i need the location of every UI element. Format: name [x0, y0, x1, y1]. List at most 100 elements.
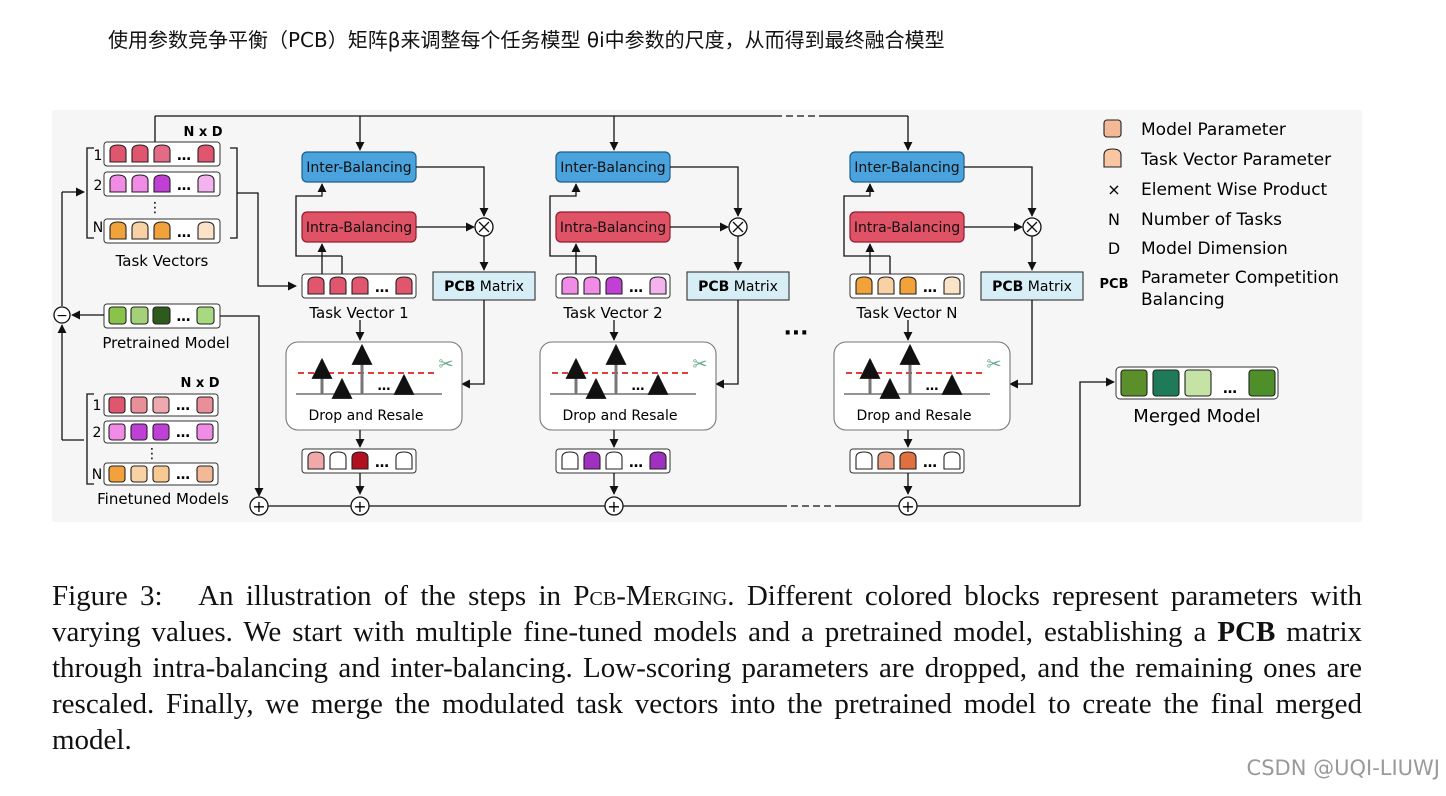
diagram-background	[52, 110, 1362, 522]
watermark: CSDN @UQI-LIUWJ	[1246, 756, 1440, 780]
task-vector-parameter	[197, 174, 215, 193]
inter-balancing-label: Inter-Balancing	[306, 160, 411, 176]
add-operator	[350, 496, 370, 516]
task-vector-label: Task Vector N	[856, 304, 958, 322]
model-parameter	[152, 423, 170, 441]
nxd-bottom-label: N x D	[180, 376, 219, 391]
ellipsis: …	[926, 379, 939, 394]
figure-caption: Figure 3: An illustration of the steps i…	[52, 578, 1362, 758]
drop-and-rescale-label: Drop and Resale	[562, 408, 677, 424]
task-vector-parameter	[561, 451, 579, 470]
task-vectors-label: Task Vectors	[115, 252, 209, 270]
model-parameter	[152, 396, 170, 414]
row-label-1: 1	[94, 148, 103, 164]
drop-and-rescale-label: Drop and Resale	[308, 408, 423, 424]
task-vector-parameter	[649, 451, 667, 470]
middle-dots: ···	[783, 321, 808, 346]
task-vector-parameter	[899, 276, 917, 295]
task-vector-parameter	[855, 451, 873, 470]
ellipsis: …	[923, 455, 937, 471]
legend-text: Model Parameter	[1141, 120, 1286, 140]
model-parameter	[108, 465, 126, 483]
model-parameter	[130, 306, 149, 325]
pcb-matrix-box	[686, 271, 790, 301]
add-operator	[898, 496, 918, 516]
legend-text: Element Wise Product	[1141, 180, 1328, 200]
model-parameter	[196, 423, 214, 441]
model-parameter	[108, 423, 126, 441]
model-parameter	[1184, 369, 1212, 397]
task-vector-parameter	[109, 221, 127, 240]
task-vector-parameter	[395, 276, 413, 295]
pretrained-model-label: Pretrained Model	[102, 334, 229, 352]
task-vector-parameter	[899, 451, 917, 470]
pcb-matrix-label: PCB Matrix	[444, 279, 524, 295]
model-parameter	[152, 465, 170, 483]
task-vector-parameter	[153, 174, 171, 193]
vdots-bottom: ⋮	[145, 446, 159, 462]
model-parameter	[108, 396, 126, 414]
ellipsis: …	[1223, 381, 1237, 397]
task-vector-parameter	[583, 276, 601, 295]
task-vector-parameter	[197, 144, 215, 163]
ellipsis: …	[375, 280, 389, 296]
caption-part-2: . Different colored blocks represent par…	[52, 580, 1362, 648]
plus-sign: +	[607, 497, 620, 516]
legend-symbol: D	[1108, 239, 1120, 258]
caption-pcb: PCB	[1217, 616, 1276, 648]
task-vector-parameter	[307, 451, 325, 470]
task-vector-parameter	[943, 276, 961, 295]
scissors-icon: ✂	[986, 354, 1001, 375]
task-vector-label: Task Vector 1	[308, 304, 408, 322]
task-vector-parameter	[307, 276, 325, 295]
legend-symbol: N	[1108, 210, 1120, 229]
model-parameter	[1248, 369, 1276, 397]
model-parameter	[130, 396, 148, 414]
legend-text-line2: Balancing	[1141, 290, 1225, 310]
pcb-matrix-label: PCB Matrix	[992, 279, 1072, 295]
task-vector-parameter	[583, 451, 601, 470]
merged-model-label: Merged Model	[1133, 406, 1260, 427]
caption-part-3: matrix through intra-balancing and inter…	[52, 616, 1363, 756]
legend-symbol: PCB	[1100, 277, 1129, 292]
ellipsis: …	[923, 280, 937, 296]
intra-balancing-label: Intra-Balancing	[854, 220, 960, 236]
model-parameter	[152, 306, 171, 325]
pcb-matrix-label: PCB Matrix	[698, 279, 778, 295]
add-operator-left	[249, 496, 269, 516]
model-parameter	[196, 465, 214, 483]
legend-task-vector-swatch	[1103, 148, 1122, 168]
ellipsis: …	[176, 398, 190, 414]
task-vector-parameter	[131, 144, 149, 163]
ellipsis: …	[177, 309, 191, 325]
task-vector-parameter	[877, 451, 895, 470]
inter-balancing-label: Inter-Balancing	[854, 160, 959, 176]
ellipsis: …	[375, 455, 389, 471]
task-vector-parameter	[329, 276, 347, 295]
legend-text: Model Dimension	[1141, 239, 1288, 259]
legend-model-parameter-swatch	[1103, 119, 1122, 138]
task-vector-parameter	[109, 174, 127, 193]
task-vector-parameter	[197, 221, 215, 240]
task-vector-parameter	[153, 221, 171, 240]
intra-balancing-label: Intra-Balancing	[560, 220, 666, 236]
minus-sign: −	[56, 308, 68, 324]
model-parameter	[1120, 369, 1148, 397]
legend-symbol: ×	[1107, 180, 1120, 199]
caption-figure-number: Figure 3:	[52, 580, 163, 612]
task-vector-parameter	[131, 221, 149, 240]
task-vector-label: Task Vector 2	[562, 304, 662, 322]
ellipsis: …	[176, 425, 190, 441]
model-parameter	[196, 396, 214, 414]
inter-balancing-label: Inter-Balancing	[560, 160, 665, 176]
drop-and-rescale-label: Drop and Resale	[856, 408, 971, 424]
ft-row-label-2: 2	[93, 425, 102, 441]
subtract-operator	[53, 306, 71, 324]
plus-sign: +	[901, 497, 914, 516]
task-vector-parameter	[649, 276, 667, 295]
plus-sign: +	[353, 497, 366, 516]
caption-method-name: Pcb-Merging	[573, 580, 728, 612]
model-parameter	[108, 306, 127, 325]
